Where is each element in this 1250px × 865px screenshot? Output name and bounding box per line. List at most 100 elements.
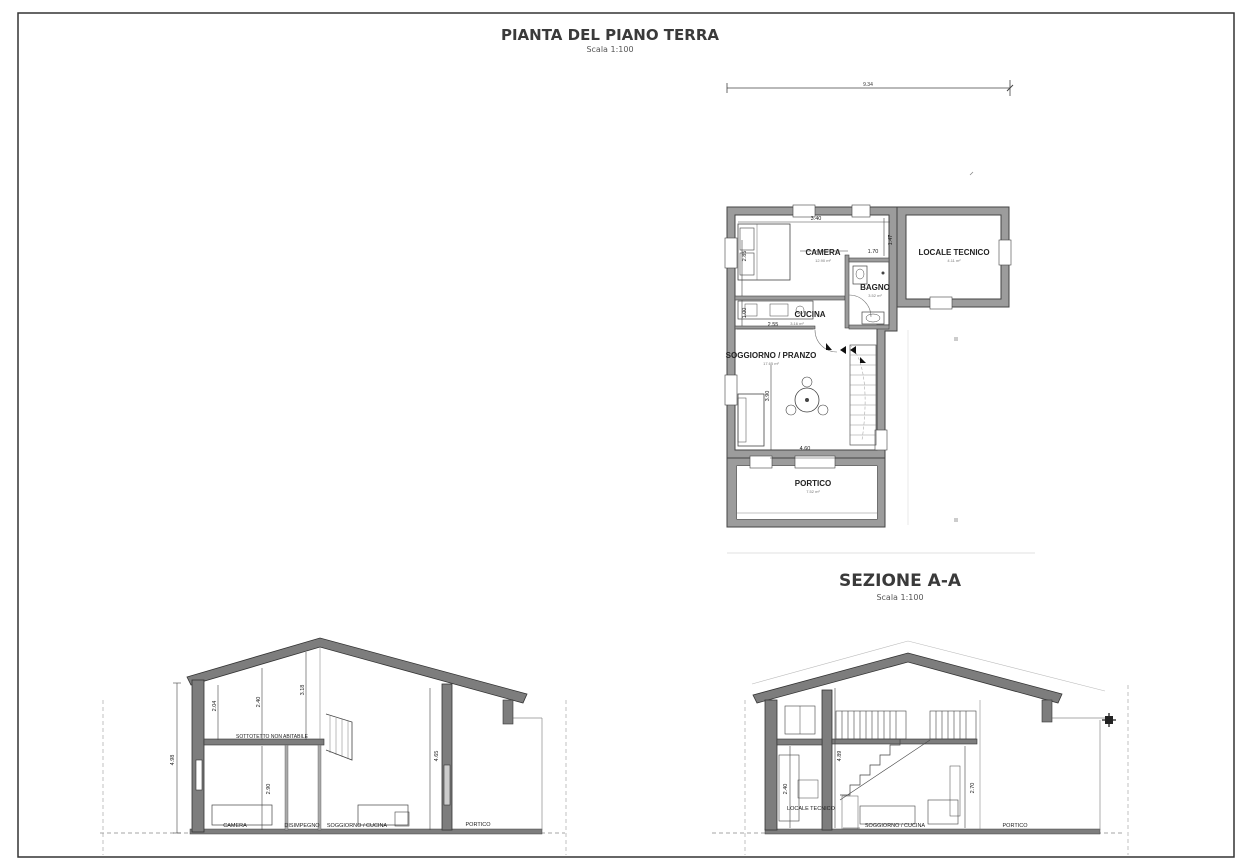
locale-tecnico-walls bbox=[896, 206, 1010, 308]
section-scale: Scala 1:100 bbox=[876, 593, 924, 602]
sofa bbox=[737, 393, 765, 447]
cabinet bbox=[778, 754, 800, 822]
window bbox=[195, 759, 203, 791]
dim-camera-width: 3.40 bbox=[811, 216, 822, 222]
column-mark bbox=[954, 518, 958, 522]
dim-cucina-width: 2.55 bbox=[768, 322, 779, 328]
bagno-wall-top bbox=[848, 257, 890, 263]
bagno-wall-left bbox=[844, 254, 850, 329]
room-name-locale-tecnico: LOCALE TECNICO bbox=[918, 248, 989, 257]
chair-section bbox=[394, 811, 410, 827]
floor-plan: 9.34 bbox=[724, 80, 1035, 554]
window bbox=[851, 204, 871, 218]
section-right: 2.40 4.89 2.70 LOCALE TECNICO SOGGIORNO … bbox=[712, 640, 1129, 855]
bathroom-fixtures bbox=[852, 265, 885, 325]
overall-dimension: 9.34 bbox=[726, 80, 1014, 96]
sheet-border bbox=[17, 12, 1235, 858]
inner-wall bbox=[821, 689, 833, 831]
roof-outline bbox=[751, 640, 1106, 692]
right-wall bbox=[441, 683, 453, 831]
label-camera: CAMERA bbox=[223, 823, 247, 829]
roof-slab bbox=[752, 652, 1063, 704]
room-name-bagno: BAGNO bbox=[860, 283, 890, 292]
dim-camera-depth: 2.85 bbox=[742, 251, 748, 262]
room-area-soggiorno: 17.65 m² bbox=[763, 361, 779, 366]
bed-section bbox=[211, 804, 273, 826]
dining-table bbox=[785, 376, 829, 416]
door-swing bbox=[814, 329, 838, 353]
boiler bbox=[797, 779, 819, 799]
dim-soggiorno-depth: 3.90 bbox=[765, 391, 771, 402]
portico-beam bbox=[1041, 699, 1053, 723]
window bbox=[724, 374, 738, 406]
kitchen-counter bbox=[737, 300, 814, 320]
section-right-dimensions bbox=[789, 688, 966, 828]
tech-slab bbox=[776, 738, 823, 746]
window bbox=[998, 239, 1012, 266]
dim-upper-mid: 2.40 bbox=[256, 697, 262, 708]
room-area-bagno: 3.52 m² bbox=[868, 293, 882, 298]
house-outer-walls bbox=[726, 206, 898, 459]
label-sottotetto: SOTTOTETTO NON ABITABILE bbox=[236, 734, 309, 740]
section-left: 4.98 2.04 2.40 3.18 2.90 4.65 SOTTOTETTO… bbox=[100, 637, 567, 855]
portico-floor bbox=[737, 466, 877, 519]
plan-title: PIANTA DEL PIANO TERRA bbox=[500, 26, 719, 44]
window bbox=[794, 455, 836, 469]
door-swing bbox=[848, 294, 872, 318]
window bbox=[929, 296, 953, 310]
roof-slab bbox=[186, 637, 528, 704]
dim-left-height: 2.40 bbox=[783, 784, 789, 795]
bed bbox=[737, 223, 791, 281]
overall-dimension-label: 9.34 bbox=[863, 82, 873, 88]
floor-slab bbox=[764, 828, 1101, 835]
dim-cucina-depth: 1.00 bbox=[742, 308, 748, 319]
left-wall bbox=[764, 699, 778, 831]
camera-cucina-wall bbox=[734, 295, 846, 301]
window bbox=[443, 764, 451, 806]
dim-ridge-height: 4.65 bbox=[434, 751, 440, 762]
dim-bagno-width: 1.70 bbox=[868, 249, 879, 255]
section-title: SEZIONE A-A bbox=[838, 571, 962, 591]
label-locale-tecnico: LOCALE TECNICO bbox=[787, 806, 836, 812]
left-wall bbox=[191, 679, 205, 833]
label-disimpegno: DISIMPEGNO bbox=[284, 823, 320, 829]
section-left-dimensions bbox=[173, 652, 431, 834]
section-stair bbox=[839, 739, 931, 830]
portico-beam bbox=[502, 699, 514, 725]
section-marker bbox=[1102, 713, 1116, 727]
partition bbox=[284, 744, 289, 831]
plan-dimension-lines bbox=[737, 218, 890, 459]
table-section bbox=[927, 799, 959, 825]
label-portico: PORTICO bbox=[466, 822, 492, 828]
kitchen-section bbox=[357, 804, 409, 826]
floor-slab bbox=[189, 828, 543, 835]
room-name-soggiorno: SOGGIORNO / PRANZO bbox=[726, 351, 817, 360]
room-area-portico: 7.52 m² bbox=[806, 489, 820, 494]
section-markers bbox=[826, 343, 866, 363]
north-mark bbox=[969, 171, 974, 176]
mezzanine-slab bbox=[831, 738, 978, 745]
room-area-camera: 12.90 m² bbox=[815, 258, 831, 263]
column-mark bbox=[954, 337, 958, 341]
label-soggiorno-cucina: SOGGIORNO / CUCINA bbox=[327, 823, 388, 829]
dim-mid-height: 4.89 bbox=[837, 751, 843, 762]
sofa-section bbox=[859, 805, 916, 825]
partition bbox=[317, 744, 322, 831]
bagno-wall-bottom bbox=[848, 324, 890, 330]
dim-ground-height: 2.90 bbox=[266, 784, 272, 795]
railing bbox=[835, 710, 977, 740]
room-area-cucina: 3.16 m² bbox=[790, 321, 804, 326]
window bbox=[792, 204, 816, 218]
plan-scale: Scala 1:100 bbox=[586, 45, 634, 54]
room-name-camera: CAMERA bbox=[805, 248, 840, 257]
window bbox=[749, 455, 773, 469]
window bbox=[724, 237, 738, 269]
room-area-locale-tecnico: 4.11 m² bbox=[947, 258, 961, 263]
dim-upper-peak: 3.18 bbox=[300, 685, 306, 696]
dim-bagno-height: 1.47 bbox=[888, 235, 894, 246]
dim-right-height: 2.70 bbox=[970, 783, 976, 794]
label-soggiorno-cucina: SOGGIORNO / CUCINA bbox=[865, 823, 926, 829]
door-section bbox=[949, 765, 961, 817]
